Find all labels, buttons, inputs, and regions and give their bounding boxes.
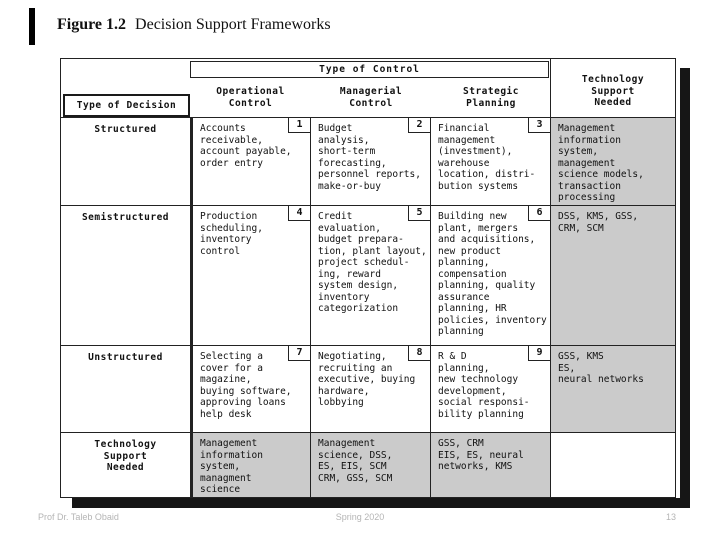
- cell-text: Management information system, managemen…: [558, 123, 644, 203]
- row-header-structured: Structured: [61, 117, 190, 205]
- cell-text: DSS, KMS, GSS, CRM, SCM: [558, 211, 639, 234]
- cell-techrow-strategic: GSS, CRM EIS, ES, neural networks, KMS: [430, 432, 550, 497]
- cell-number-badge: 7: [288, 345, 311, 361]
- cell-text: GSS, KMS ES, neural networks: [558, 351, 644, 385]
- table-body: Structured 1 Accounts receivable, accoun…: [61, 117, 675, 497]
- cell-number-badge: 8: [408, 345, 431, 361]
- cell-text: Credit evaluation, budget prepara- tion,…: [318, 211, 427, 314]
- cell-unstructured-managerial: 8 Negotiating, recruiting an executive, …: [310, 345, 431, 432]
- cell-techrow-empty: [550, 432, 675, 497]
- cell-unstructured-technology: GSS, KMS ES, neural networks: [550, 345, 675, 432]
- cell-number-badge: 5: [408, 205, 431, 221]
- table-shadow-right: [680, 68, 690, 508]
- cell-unstructured-operational: 7 Selecting a cover for a magazine, buyi…: [190, 345, 311, 432]
- cell-text: Budget analysis, short-term forecasting,…: [318, 123, 421, 192]
- column-header-strategic-planning: Strategic Planning: [463, 86, 519, 109]
- cell-structured-technology: Management information system, managemen…: [550, 117, 675, 205]
- figure-title: Figure 1.2 Decision Support Frameworks: [57, 16, 331, 34]
- cell-text: Management science, DSS, ES, EIS, SCM CR…: [318, 438, 393, 484]
- cell-text: Accounts receivable, account payable, or…: [200, 123, 292, 169]
- cell-techrow-operational: Management information system, managment…: [190, 432, 310, 497]
- figure-label: Figure 1.2: [57, 16, 127, 33]
- cell-number-badge: 1: [288, 117, 311, 133]
- column-header-operational-control: Operational Control: [216, 86, 285, 109]
- cell-unstructured-strategic: 9 R & D planning, new technology develop…: [430, 345, 551, 432]
- cell-text: R & D planning, new technology developme…: [438, 351, 530, 420]
- cell-text: Management information system, managment…: [200, 438, 263, 495]
- footer-term: Spring 2020: [335, 512, 385, 522]
- cell-structured-operational: 1 Accounts receivable, account payable, …: [190, 117, 311, 205]
- cell-number-badge: 3: [528, 117, 551, 133]
- type-of-control-header: Type of Control: [190, 61, 549, 78]
- decision-support-framework-table: Type of Control Operational Control Mana…: [60, 58, 676, 498]
- cell-semistructured-operational: 4 Production scheduling, inventory contr…: [190, 205, 311, 345]
- cell-number-badge: 6: [528, 205, 551, 221]
- cell-semistructured-strategic: 6 Building new plant, mergers and acquis…: [430, 205, 551, 345]
- cell-text: Production scheduling, inventory control: [200, 211, 263, 257]
- tech-column-divider: [550, 59, 551, 117]
- slide-accent-bar: [29, 8, 35, 45]
- cell-text: GSS, CRM EIS, ES, neural networks, KMS: [438, 438, 524, 472]
- type-of-decision-header: Type of Decision: [63, 94, 190, 117]
- cell-structured-strategic: 3 Financial management (investment), war…: [430, 117, 551, 205]
- cell-number-badge: 2: [408, 117, 431, 133]
- cell-semistructured-managerial: 5 Credit evaluation, budget prepara- tio…: [310, 205, 431, 345]
- cell-number-badge: 9: [528, 345, 551, 361]
- cell-number-badge: 4: [288, 205, 311, 221]
- footer-author: Prof Dr. Taleb Obaid: [38, 512, 119, 522]
- row-header-semistructured: Semistructured: [61, 205, 190, 345]
- table-shadow-bottom: [72, 498, 690, 508]
- cell-text: Building new plant, mergers and acquisit…: [438, 211, 547, 337]
- cell-text: Selecting a cover for a magazine, buying…: [200, 351, 292, 420]
- cell-semistructured-technology: DSS, KMS, GSS, CRM, SCM: [550, 205, 675, 345]
- cell-techrow-managerial: Management science, DSS, ES, EIS, SCM CR…: [310, 432, 430, 497]
- column-header-technology-support: Technology Support Needed: [581, 74, 645, 108]
- cell-structured-managerial: 2 Budget analysis, short-term forecastin…: [310, 117, 431, 205]
- row-header-unstructured: Unstructured: [61, 345, 190, 432]
- column-header-managerial-control: Managerial Control: [339, 86, 403, 109]
- row-header-technology-support: Technology Support Needed: [61, 432, 190, 497]
- figure-title-text: Decision Support Frameworks: [135, 16, 331, 33]
- cell-text: Financial management (investment), wareh…: [438, 123, 536, 192]
- cell-text: Negotiating, recruiting an executive, bu…: [318, 351, 416, 408]
- footer-page-number: 13: [665, 512, 676, 522]
